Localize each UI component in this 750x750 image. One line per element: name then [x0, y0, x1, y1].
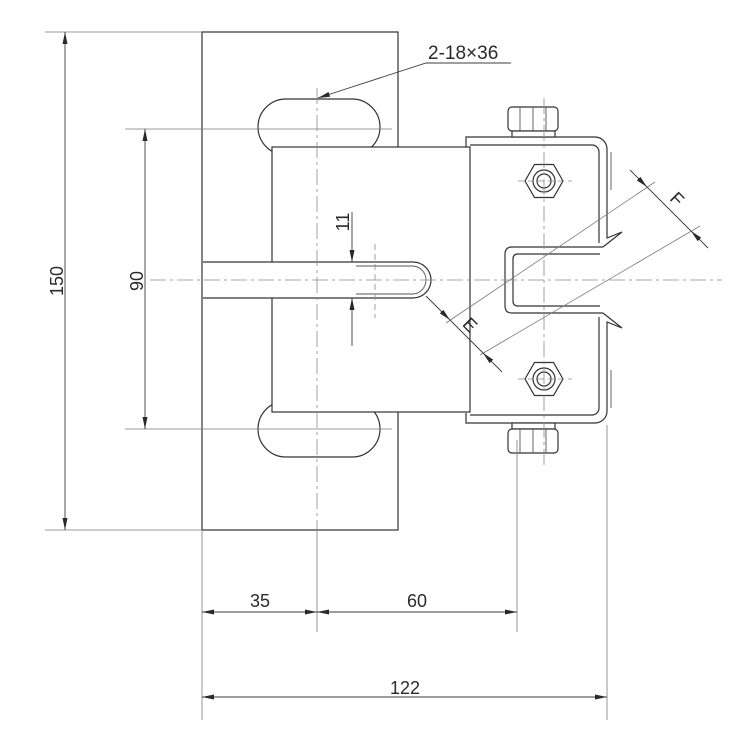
- e-dimension-arrow-1: [425, 295, 451, 321]
- overall-width-label: 122: [390, 678, 420, 698]
- plate-to-center-label: 35: [250, 591, 270, 611]
- bracket-bottom-inner: [470, 317, 600, 416]
- bottom-washer: [511, 422, 556, 430]
- f-dimension-line: [646, 186, 692, 232]
- center-to-bracket-label: 60: [407, 591, 427, 611]
- bracket-top-outer: [465, 136, 623, 248]
- e-dimension-line: [449, 319, 484, 354]
- top-bolt-head: [507, 106, 559, 138]
- top-washer: [511, 130, 556, 138]
- angled-extension-line-2: [479, 225, 701, 356]
- overall-height-label: 150: [47, 266, 67, 296]
- slot-pitch-label: 90: [127, 271, 147, 291]
- bottom-bolt-head: [507, 422, 559, 454]
- e-dimension-arrow-2: [482, 352, 503, 373]
- bracket-top-inner: [470, 144, 600, 243]
- f-dimension-arrow-1: [629, 169, 648, 188]
- pin-width-label: 11: [333, 213, 353, 232]
- bracket-bottom-outer: [465, 312, 623, 424]
- slot-callout-text: 2-18×36: [428, 43, 498, 64]
- f-dimension-label: F: [666, 188, 688, 210]
- slot-callout-leader: [317, 62, 511, 99]
- f-dimension-arrow-2: [690, 230, 709, 249]
- angled-extension-line-1: [445, 181, 656, 324]
